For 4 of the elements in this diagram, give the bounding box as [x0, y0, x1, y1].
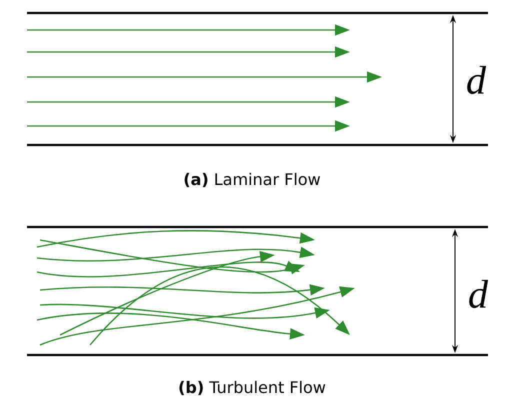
dimension-label: d [469, 280, 488, 308]
caption: (b) Turbulent Flow [179, 380, 326, 396]
caption: (a) Laminar Flow [184, 172, 320, 188]
dimension-label: d [467, 66, 486, 94]
